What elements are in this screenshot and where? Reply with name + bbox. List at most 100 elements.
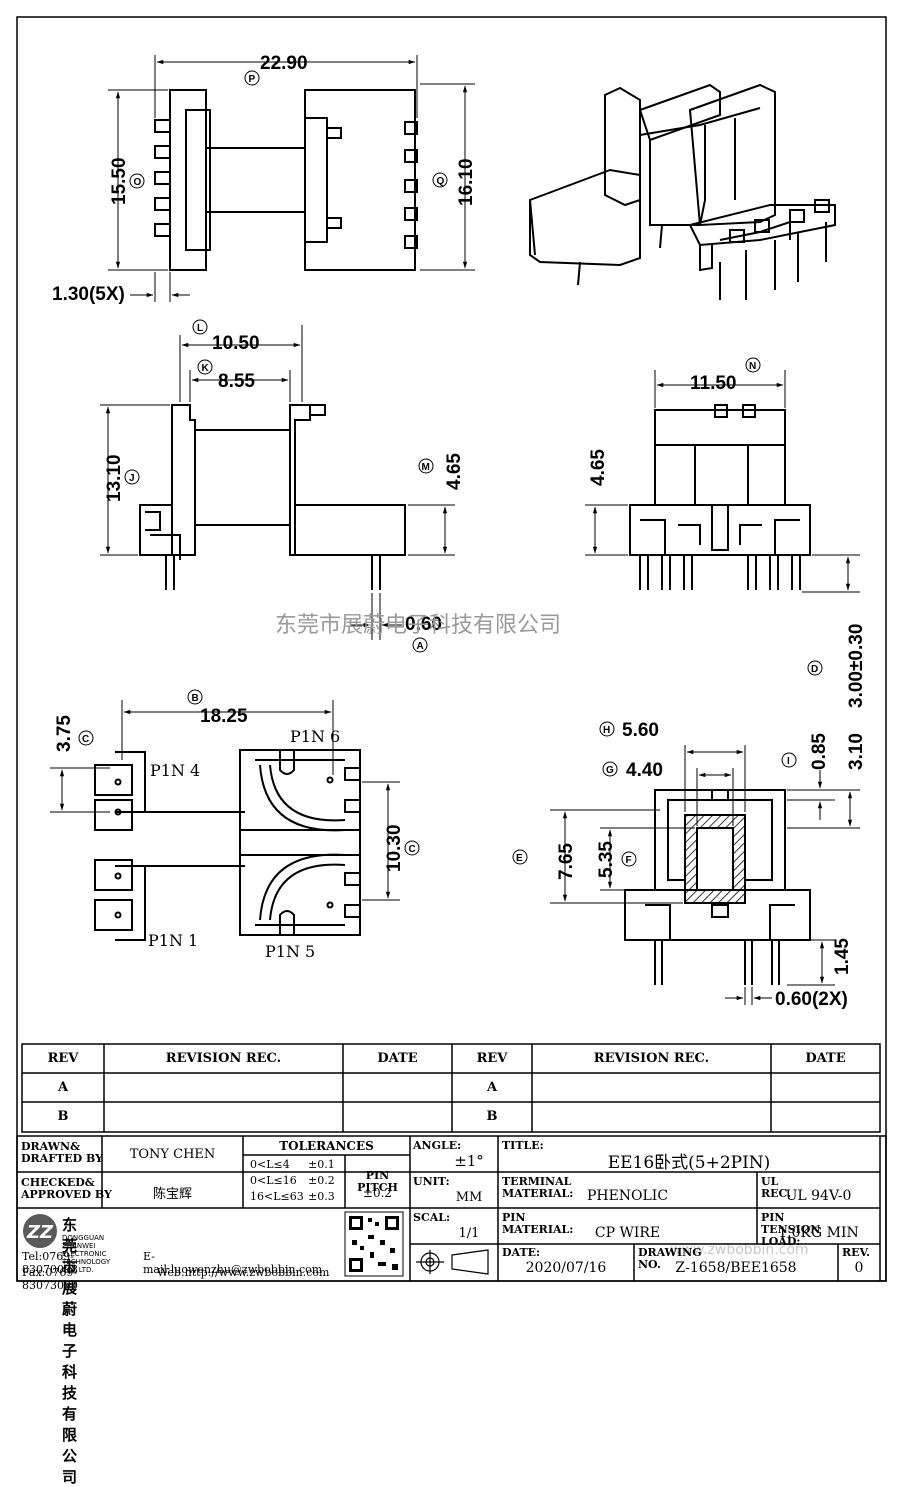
pin-material-value: CP WIRE	[594, 1225, 661, 1241]
scale-label: SCAL:	[413, 1211, 451, 1224]
pin-6-label: P1N 6	[290, 727, 340, 746]
top-view	[154, 89, 418, 271]
scale-value: 1/1	[458, 1226, 480, 1241]
pin-pitch-value: ±0.2	[362, 1186, 393, 1200]
drawn-label: DRAWN& DRAFTED BY	[21, 1140, 103, 1165]
section-view	[624, 789, 811, 985]
dim-side-h: 4.65	[588, 449, 609, 486]
balloon-g: G	[606, 765, 614, 776]
company-name-en: DONGGUAN ZHANWEI ELECTRONIC TECHNOLOGY C…	[62, 1234, 111, 1274]
rev-header-2: REV	[476, 1051, 508, 1066]
dim-pin-h: 1.45	[832, 938, 853, 975]
side-view	[629, 404, 811, 590]
pin-4-label: P1N 4	[150, 761, 200, 780]
unit-value: MM	[455, 1190, 483, 1205]
dim-b: 18.25	[200, 706, 248, 727]
balloon-c-right: C	[409, 844, 416, 855]
balloon-d: D	[811, 664, 818, 675]
dim-c-top: 3.75	[54, 715, 75, 752]
svg-text:ZZ: ZZ	[26, 1222, 54, 1243]
checked-value: 陈宝辉	[152, 1187, 192, 1202]
title-label: TITLE:	[502, 1139, 544, 1152]
qr-code	[344, 1211, 404, 1277]
date-value: 2020/07/16	[525, 1260, 607, 1276]
balloon-q: Q	[437, 176, 445, 187]
dim-m: 4.65	[444, 453, 465, 490]
title-value: EE16卧式(5+2PIN)	[607, 1153, 771, 1173]
front-view	[139, 404, 406, 590]
pin-tension-value: 1.0KG MIN	[778, 1225, 859, 1241]
projection-symbol	[416, 1249, 489, 1275]
rev-row-a-right: A	[486, 1080, 498, 1095]
rev-row-b-right: B	[486, 1109, 498, 1124]
pin-1-label: P1N 1	[148, 931, 198, 950]
company-email: E-mail:luowenzhu@zwbobbin.com	[143, 1250, 323, 1276]
top-view-dimensions	[108, 55, 475, 302]
dim-e: 7.65	[556, 843, 577, 880]
balloon-a: A	[417, 641, 424, 652]
balloon-j: J	[129, 473, 135, 484]
rev-row-b-left: B	[57, 1109, 69, 1124]
dim-f: 5.35	[596, 841, 617, 878]
dim-d: 3.00±0.30	[846, 624, 867, 708]
tol-row-3-value: ±0.3	[308, 1190, 335, 1203]
dim-j: 13.10	[104, 454, 125, 502]
drawn-value: TONY CHEN	[129, 1147, 216, 1162]
balloon-b: B	[192, 693, 199, 704]
pin-5-label: P1N 5	[265, 942, 315, 961]
drawing-no-label: DRAWING NO.	[638, 1246, 702, 1271]
balloon-i: I	[787, 756, 790, 767]
terminal-material-label: TERMINAL MATERIAL:	[502, 1175, 574, 1200]
pin-tension-label: PIN TENSION LOAD:	[761, 1211, 821, 1248]
rev-value: 0	[854, 1260, 864, 1276]
balloon-k: K	[202, 363, 210, 374]
dim-k: 8.55	[218, 371, 255, 392]
rev-label: REV.	[842, 1246, 870, 1259]
drawing-sheet: 22.90 P 15.50 O 16.10 Q 1.30(5X)	[16, 16, 887, 1282]
watermark-url: www.zwbobbin.com	[670, 1242, 809, 1258]
date-header-1: DATE	[377, 1051, 418, 1066]
tol-row-1-range: 0<L≤4	[250, 1158, 290, 1171]
dim-g: 4.40	[626, 760, 663, 781]
isometric-view	[529, 83, 836, 300]
dim-c-right: 10.30	[384, 824, 405, 872]
dim-n: 11.50	[690, 373, 737, 394]
ul-rec-value: UL 94V-0	[785, 1188, 852, 1204]
balloon-m: M	[422, 462, 430, 473]
pin-pitch-label: PIN PITCH	[357, 1169, 398, 1194]
angle-value: ±1°	[454, 1152, 484, 1170]
dim-pin-w: 0.60(2X)	[775, 989, 848, 1010]
balloon-n: N	[749, 361, 756, 372]
dim-o: 15.50	[109, 157, 130, 205]
company-logo: ZZ	[23, 1214, 57, 1248]
dim-l: 10.50	[212, 333, 260, 354]
dim-a: 0.60	[405, 614, 442, 635]
checked-label: CHECKED& APPROVED BY	[21, 1176, 112, 1201]
balloon-c-top: C	[82, 734, 89, 745]
side-view-dimensions	[585, 357, 860, 676]
balloon-p: P	[249, 74, 256, 85]
drawing-no-value: Z-1658/BEE1658	[675, 1260, 797, 1276]
company-fax: Fax:0769-83073099	[22, 1266, 78, 1292]
rev-row-a-left: A	[57, 1080, 69, 1095]
dim-i: 0.85	[809, 733, 830, 770]
angle-label: ANGLE:	[413, 1139, 462, 1152]
bottom-view-dimensions	[50, 689, 420, 901]
terminal-material-value: PHENOLIC	[586, 1188, 669, 1204]
balloon-h: H	[603, 725, 610, 736]
front-view-dimensions	[100, 319, 455, 653]
revision-rec-header-2: REVISION REC.	[593, 1051, 710, 1066]
tol-row-3-range: 16<L≤63	[250, 1190, 304, 1203]
bottom-view	[94, 749, 361, 941]
revision-table	[21, 1043, 881, 1133]
balloon-l: L	[197, 323, 203, 334]
title-block-grid	[16, 1135, 887, 1282]
dim-i-right: 3.10	[846, 733, 867, 770]
date-label: DATE:	[502, 1246, 541, 1259]
tol-row-1-value: ±0.1	[308, 1158, 335, 1171]
rev-header-1: REV	[47, 1051, 79, 1066]
ul-rec-label: UL REC.	[761, 1175, 791, 1200]
date-header-2: DATE	[805, 1051, 846, 1066]
balloon-f: F	[626, 855, 632, 866]
company-tel: Tel:0769-83070098	[22, 1250, 78, 1276]
